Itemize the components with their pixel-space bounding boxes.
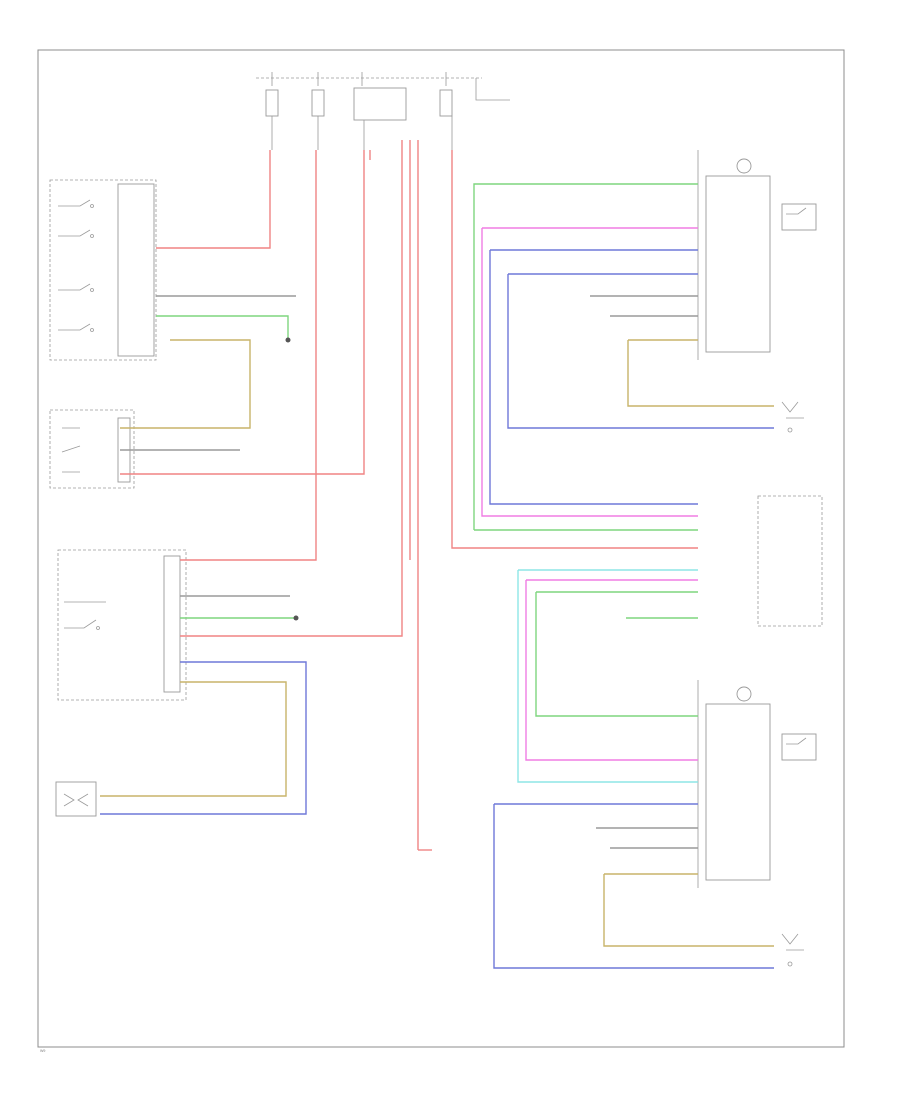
left-rear-window-switch xyxy=(697,150,817,360)
right-rear-window-motor xyxy=(781,933,804,967)
splice-dots xyxy=(285,337,299,621)
fuse-block-top xyxy=(256,72,510,150)
diagram-code: W9 xyxy=(40,1049,45,1053)
passenger-door-lock-switch xyxy=(57,549,187,701)
driver-door-lock-actuator xyxy=(49,409,135,489)
wires-yellow xyxy=(100,339,774,947)
wires-blue xyxy=(100,249,774,969)
wires-red xyxy=(120,140,698,851)
right-rear-window-switch xyxy=(697,680,817,888)
wires-pink xyxy=(481,227,698,761)
wires-green xyxy=(156,183,698,717)
diagram-frame xyxy=(37,49,845,1048)
wires-gray xyxy=(120,295,698,849)
body-control-module xyxy=(757,495,823,627)
left-rear-window-motor xyxy=(781,401,804,433)
wires-cyan xyxy=(517,569,698,783)
passenger-door-lock-actuator xyxy=(55,781,97,817)
driver-door-lock-switch xyxy=(49,179,157,361)
